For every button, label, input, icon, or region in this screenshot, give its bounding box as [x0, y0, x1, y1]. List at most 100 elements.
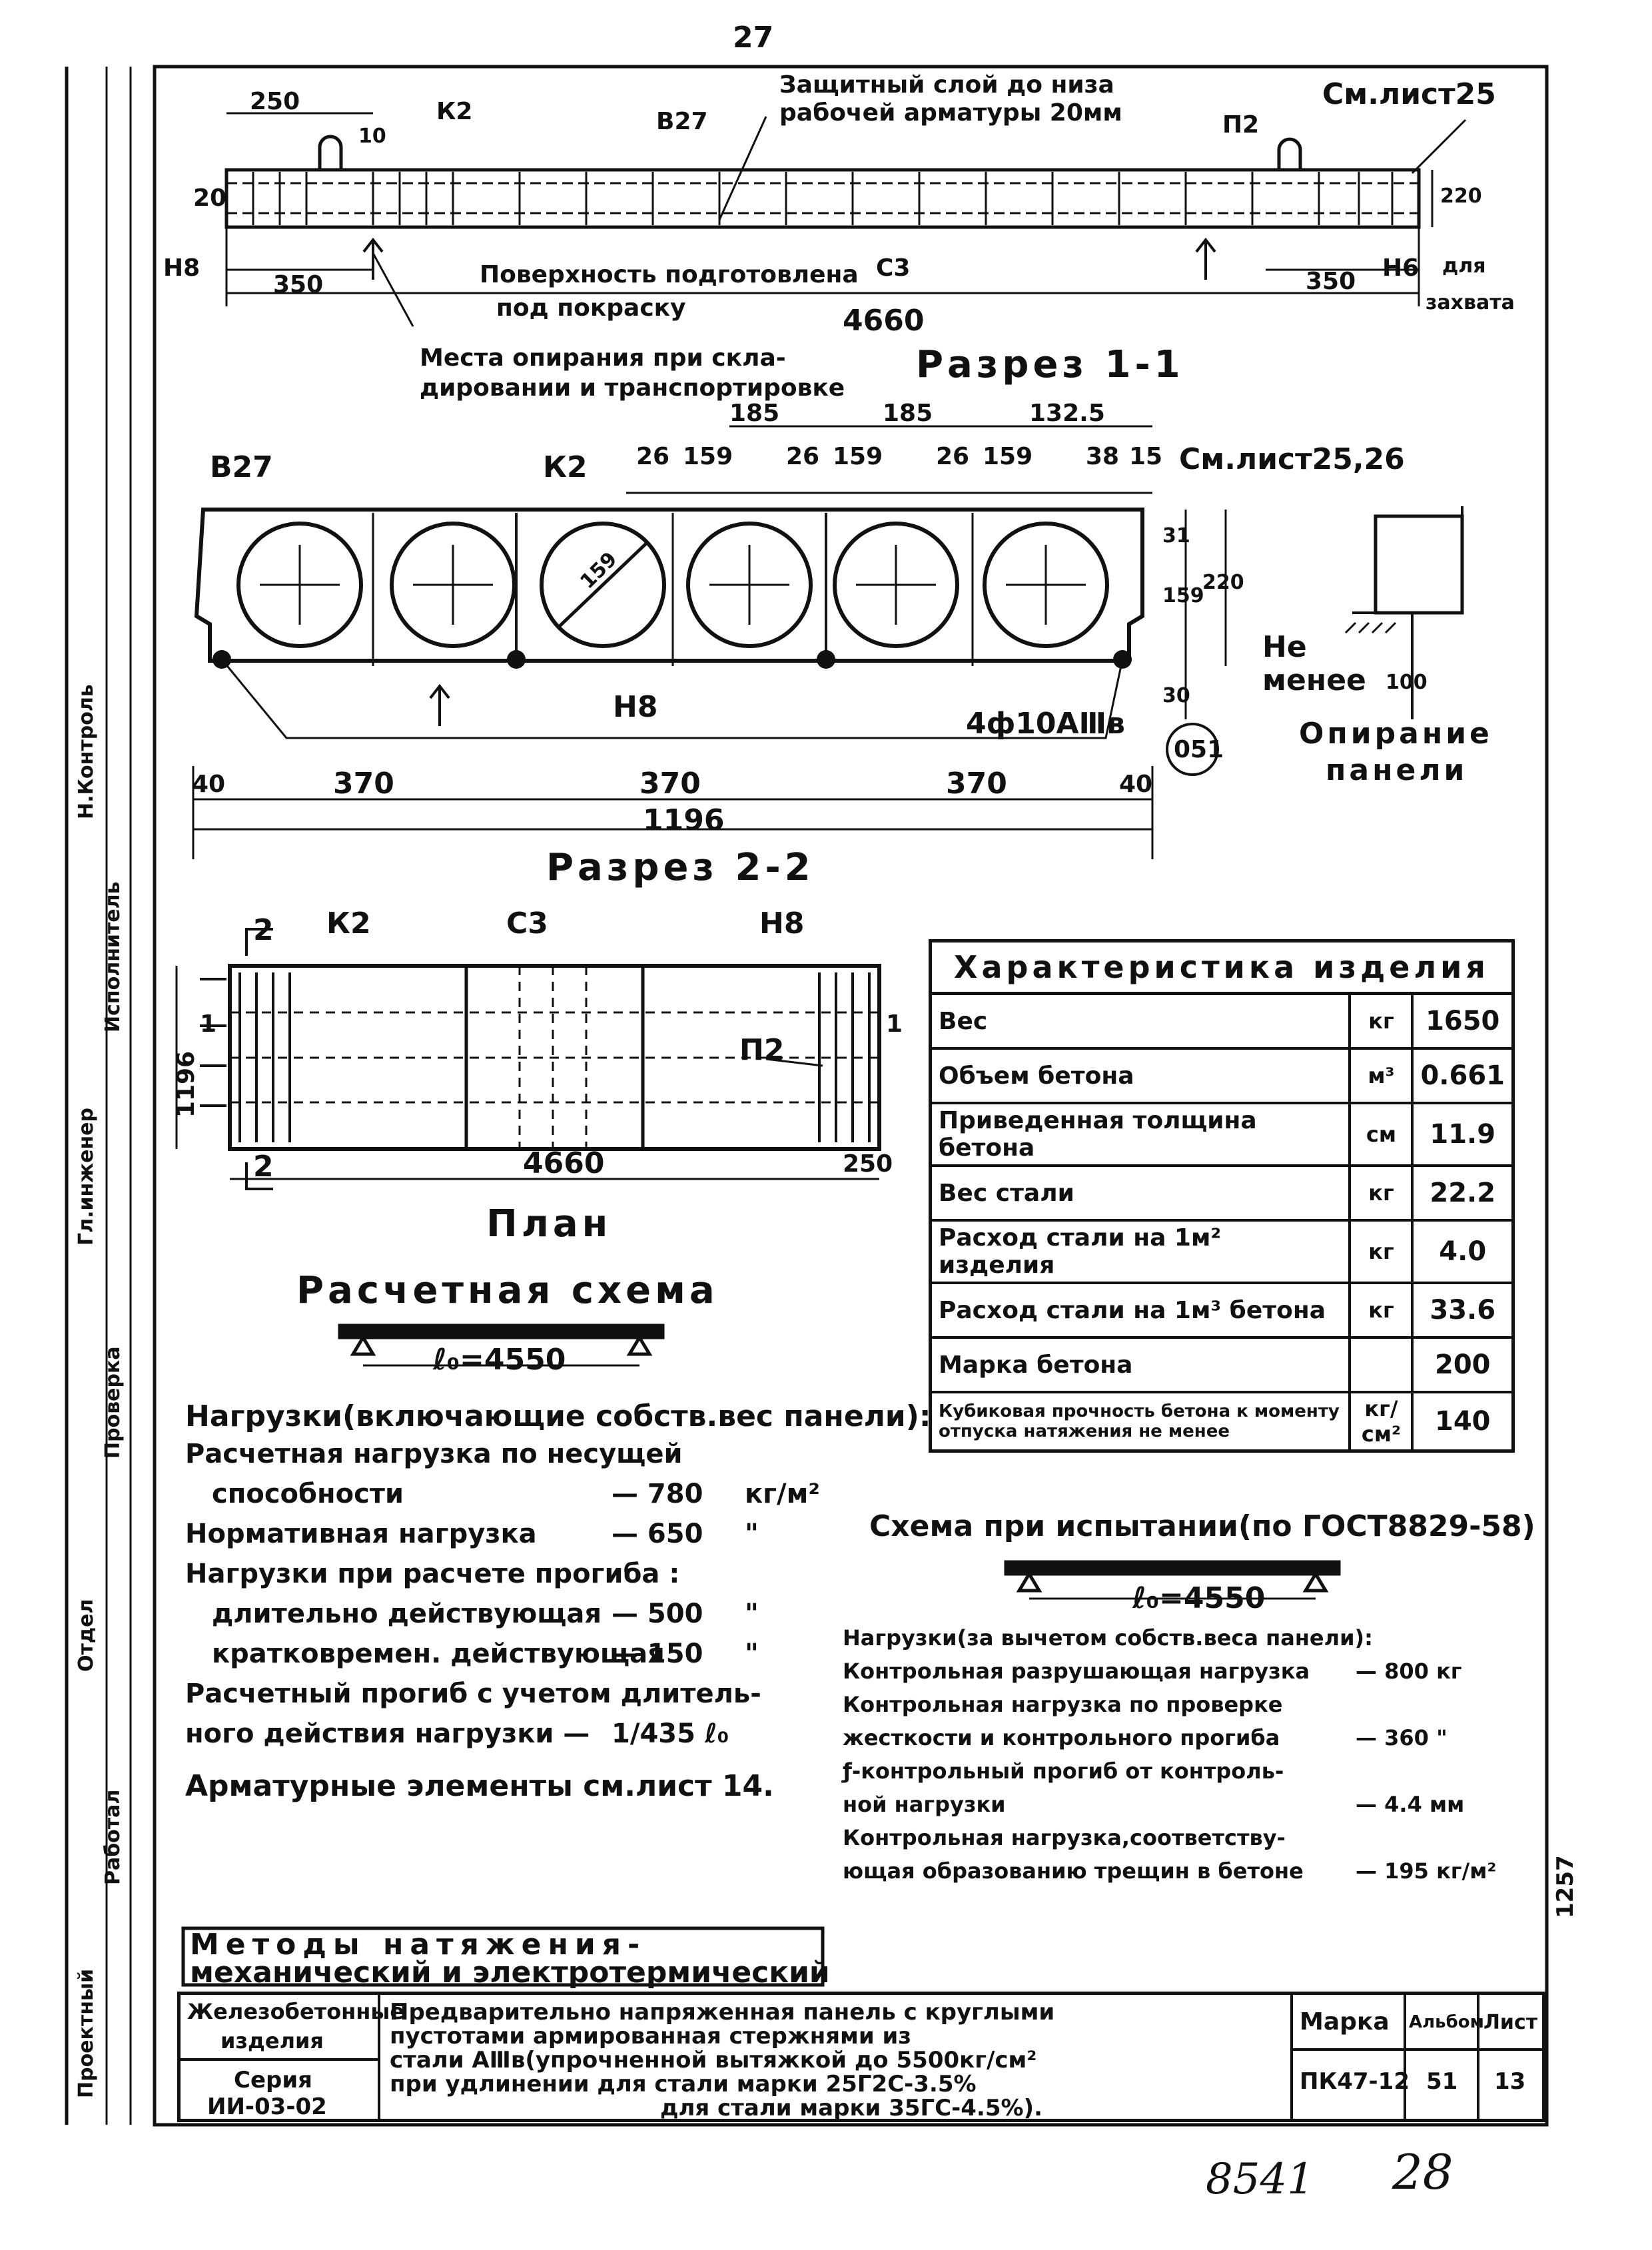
label-k2-section: К2 — [543, 450, 588, 484]
load-label: способности — [212, 1479, 404, 1509]
album-value: 51 — [1426, 2068, 1458, 2095]
plan-dim-250: 250 — [843, 1150, 893, 1178]
test-load-label: Контрольная разрушающая нагрузка — [843, 1659, 1310, 1684]
top-dim-26-b: 26 — [786, 443, 820, 470]
top-dim-132-5: 132.5 — [1029, 400, 1105, 427]
characteristic-value: 11.9 — [1411, 1102, 1515, 1167]
characteristic-value: 0.661 — [1411, 1047, 1515, 1104]
description-line-5: для стали марки 35ГС-4.5%). — [660, 2095, 1042, 2121]
label-p2-plan: П2 — [739, 1033, 785, 1067]
plan-drawing — [175, 928, 881, 1190]
reinforcement-label: 4ф10АⅢв — [966, 707, 1125, 741]
test-load-label: ƒ-контрольный прогиб от контроль- — [843, 1758, 1284, 1784]
plan-mark-2-bottom: 2 — [253, 1150, 274, 1184]
load-value: 1/435 ℓ₀ — [612, 1718, 729, 1749]
characteristic-value: 4.0 — [1411, 1219, 1515, 1284]
side-stamp-item: Отдел — [75, 1599, 98, 1672]
title-block-org-cell: Железобетонные изделия Серия ИИ-03-02 — [181, 1995, 404, 2120]
archive-number: 8541 — [1206, 2155, 1314, 2204]
plan-dim-1196: 1196 — [173, 1050, 201, 1118]
top-dim-185-a: 185 — [729, 400, 780, 427]
test-scheme-span: ℓ₀=4550 — [1132, 1581, 1266, 1615]
support-note-1: Места опирания при скла- — [420, 344, 786, 372]
series-label: Серия — [234, 2067, 313, 2093]
right-dim-159: 159 — [1162, 584, 1204, 607]
surface-note-2: под покраску — [496, 294, 686, 322]
test-load-label: Контрольная нагрузка по проверке — [843, 1692, 1283, 1717]
test-scheme-title: Схема при испытании(по ГОСТ8829-58) — [869, 1509, 1535, 1543]
label-b27-section: В27 — [210, 450, 273, 484]
characteristic-unit: м³ — [1348, 1047, 1414, 1104]
corner-number: 1257 — [1552, 1855, 1579, 1918]
load-value: — 650 — [612, 1519, 703, 1549]
test-load-label: Контрольная нагрузка,соответству- — [843, 1825, 1286, 1850]
bottom-dim-370-a: 370 — [333, 767, 394, 801]
label-c3-plan: С3 — [506, 907, 548, 940]
test-load-row: Контрольная разрушающая нагрузка— 800 кг — [843, 1659, 1515, 1689]
characteristic-name: Вес — [929, 992, 1352, 1050]
load-unit: " — [745, 1639, 759, 1669]
test-load-row: Нагрузки(за вычетом собств.веса панели): — [843, 1625, 1515, 1656]
see-sheet-25-26: См.лист25,26 — [1179, 442, 1405, 476]
title-block: Железобетонные изделия Серия ИИ-03-02 Пр… — [177, 1992, 1545, 2122]
test-load-label: жесткости и контрольного прогиба — [843, 1725, 1280, 1750]
test-scheme-drawing — [1004, 1560, 1341, 1600]
description-line-2: пустотами армированная стержнями из — [390, 2023, 912, 2050]
test-load-row: ной нагрузки— 4.4 мм — [843, 1792, 1515, 1822]
page-number: 27 — [733, 21, 774, 55]
characteristic-name: Марка бетона — [929, 1336, 1352, 1393]
plan-title: План — [486, 1202, 612, 1246]
elevation-drawing — [224, 112, 1467, 327]
bottom-dim-40-right: 40 — [1119, 771, 1153, 798]
side-stamp-item: Работал — [101, 1789, 125, 1885]
top-dim-159-a: 159 — [683, 443, 733, 470]
sheet-frame — [153, 65, 1549, 2127]
characteristic-name: Расход стали на 1м² изделия — [929, 1219, 1352, 1284]
plan-mark-2-top: 2 — [253, 913, 274, 947]
test-load-value: — 195 кг/м² — [1356, 1858, 1497, 1884]
support-caption-2: панели — [1326, 753, 1468, 787]
test-load-row: жесткости и контрольного прогиба— 360 " — [843, 1725, 1515, 1756]
test-load-row: ƒ-контрольный прогиб от контроль- — [843, 1758, 1515, 1789]
load-label: ного действия нагрузки — — [185, 1718, 590, 1749]
bottom-dim-40-left: 40 — [192, 771, 226, 798]
characteristic-name: Расход стали на 1м³ бетона — [929, 1282, 1352, 1339]
test-load-row: Контрольная нагрузка по проверке — [843, 1692, 1515, 1722]
load-label: Нормативная нагрузка — [185, 1519, 537, 1549]
reinforcement-note: Арматурные элементы см.лист 14. — [185, 1769, 774, 1803]
load-label: кратковремен. действующая — [212, 1639, 665, 1669]
test-load-row: Контрольная нагрузка,соответству- — [843, 1825, 1515, 1856]
description-line-3: стали АⅢв(упрочненной вытяжкой до 5500кг… — [390, 2047, 1037, 2073]
right-dim-31: 31 — [1162, 524, 1190, 548]
characteristic-value: 22.2 — [1411, 1164, 1515, 1222]
not-less-2: менее — [1262, 663, 1366, 697]
characteristic-name: Кубиковая прочность бетона к моменту отп… — [929, 1391, 1352, 1453]
dim-10: 10 — [358, 125, 386, 148]
sheet-value: 13 — [1494, 2068, 1526, 2095]
top-dim-15: 15 — [1129, 443, 1163, 470]
loads-heading: Нагрузки(включающие собств.вес панели): — [185, 1399, 931, 1433]
load-unit: " — [745, 1599, 759, 1629]
top-dim-26-c: 26 — [936, 443, 970, 470]
test-load-value: — 4.4 мм — [1356, 1792, 1465, 1817]
sheet-cell: Лист 13 — [1479, 1995, 1542, 2119]
test-load-label: ющая образованию трещин в бетоне — [843, 1858, 1304, 1884]
dim-350-right: 350 — [1306, 268, 1356, 295]
protective-layer-note-1: Защитный слой до низа — [779, 71, 1114, 99]
section-2-title: Разрез 2-2 — [546, 846, 815, 889]
load-row: Расчетный прогиб с учетом длитель- — [185, 1679, 851, 1716]
side-stamp-item: Проектный — [75, 1968, 98, 2098]
top-dim-38: 38 — [1086, 443, 1120, 470]
dim-20: 20 — [193, 185, 227, 212]
load-row: длительно действующая— 500" — [185, 1599, 851, 1636]
description-line-1: Предварительно напряженная панель с круг… — [390, 1999, 1055, 2026]
characteristic-unit: кг — [1348, 1282, 1414, 1339]
characteristic-value: 33.6 — [1411, 1282, 1515, 1339]
characteristic-name: Приведенная толщина бетона — [929, 1102, 1352, 1167]
load-row: Расчетная нагрузка по несущей — [185, 1439, 851, 1476]
bottom-dim-370-c: 370 — [946, 767, 1007, 801]
side-stamp-item: Гл.инженер — [75, 1108, 98, 1246]
album-header: Альбом — [1409, 2012, 1484, 2032]
